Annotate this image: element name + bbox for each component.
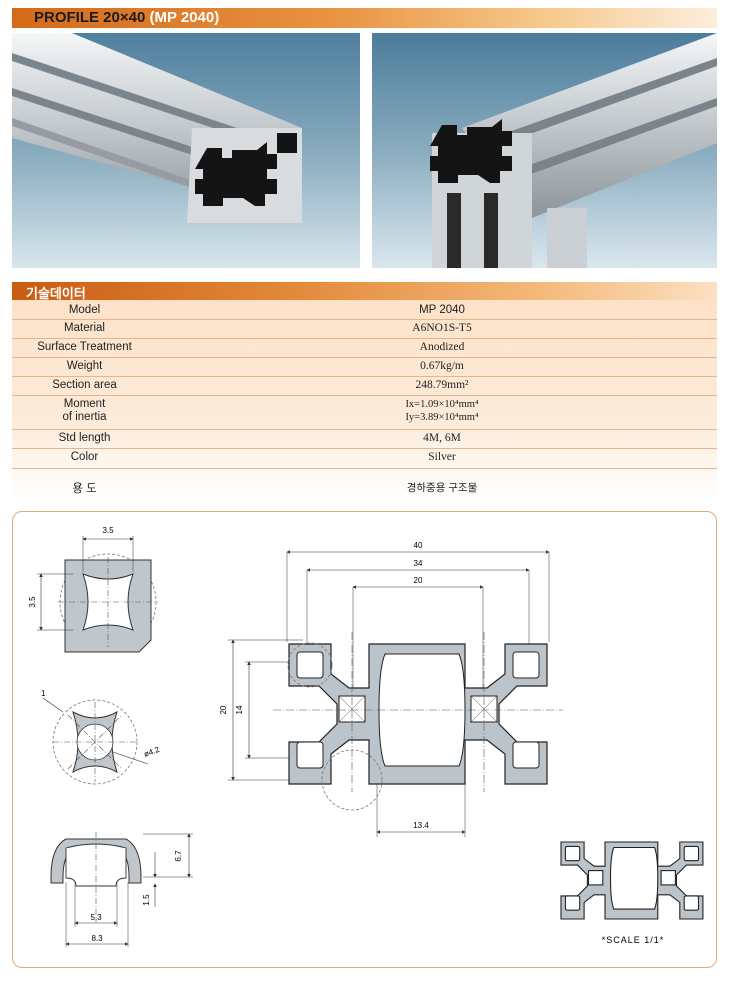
spec-value: Ix=1.09×10⁴mm⁴ Iy=3.89×10⁴mm⁴ [312,398,572,424]
dim-40: 40 [414,541,423,550]
spec-value: 248.79mm² [415,379,469,391]
spec-value: A6NO1S-T5 [412,322,472,334]
row-divider [12,357,717,358]
dim-34: 34 [414,559,423,568]
row-divider [12,376,717,377]
technical-drawing-panel: 3.5 3.5 1 ø4.2 [12,511,717,968]
spec-value: 경하중용 구조물 [406,482,478,494]
right-profile-photo [372,33,717,268]
dim-slot-width: 3.5 [102,526,114,535]
spec-value: Anodized [419,341,465,353]
spec-label: Weight [66,360,103,372]
dim-center-dia: ø4.2 [143,745,162,759]
header-bar: PROFILE 20×40 (MP 2040) [12,8,717,28]
title-model: (MP 2040) [149,9,220,26]
row-divider [12,395,717,396]
spec-label: Moment of inertia [12,398,157,424]
scale-thumbnail [560,841,704,920]
spec-label: Material [64,322,105,334]
spec-value: 0.67kg/m [420,360,464,372]
spec-label-line1: Moment [63,398,106,410]
row-divider [12,448,717,449]
dim-groove-8-3: 8.3 [91,934,103,943]
groove-detail: 6.7 1.5 5.3 8.3 [50,832,193,947]
dim-slot-height: 3.5 [28,596,37,608]
page-title: PROFILE 20×40 (MP 2040) [34,9,219,26]
dim-groove-5-3: 5.3 [90,913,102,922]
spec-label: Color [70,451,99,463]
center-detail: 1 ø4.2 [41,689,162,785]
spec-label: 용 도 [72,483,97,495]
dim-14: 14 [235,705,244,714]
dim-20-top: 20 [414,576,423,585]
spec-value-line2: Iy=3.89×10⁴mm⁴ [405,412,479,423]
spec-label: Std length [58,432,111,444]
dim-groove-6-7: 6.7 [174,850,183,862]
section-header: 기술데이터 [12,282,717,301]
row-divider [12,429,717,430]
specs-table: Model MP 2040 Material A6NO1S-T5 Surface… [12,300,717,500]
spec-value: 4M, 6M [423,432,461,444]
spec-value-line1: Ix=1.09×10⁴mm⁴ [405,399,479,410]
dim-13-4: 13.4 [413,821,429,830]
spec-label: Section area [52,379,117,391]
spec-label-line2: of inertia [62,411,107,423]
row-divider [12,338,717,339]
dim-center-one: 1 [41,689,46,698]
spec-label: Model [68,304,101,316]
title-prefix: PROFILE 20×40 [34,9,146,26]
scale-label: *SCALE 1/1* [602,935,665,945]
spec-label: Surface Treatment [37,341,132,353]
dim-20-left: 20 [219,705,228,714]
spec-value: MP 2040 [419,304,465,316]
section-title: 기술데이터 [26,286,86,301]
left-profile-photo [12,33,360,268]
dim-groove-1-5: 1.5 [142,894,151,906]
main-cross-section: 40 34 20 20 14 13.4 [219,541,563,837]
slot-detail: 3.5 3.5 [28,526,158,653]
spec-value: Silver [428,451,456,463]
row-divider [12,468,717,469]
row-divider [12,319,717,320]
